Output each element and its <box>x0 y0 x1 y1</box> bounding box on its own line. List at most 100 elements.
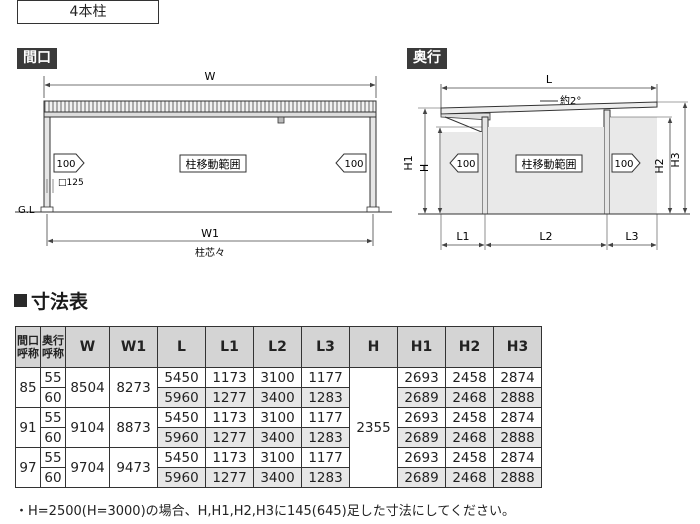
side-arrow-left-icon <box>449 153 479 173</box>
table-cell: 1283 <box>301 427 350 448</box>
table-cell: 9104 <box>65 407 110 448</box>
table-row: 91 55 9104 8873 5450 1173 3100 1177 2693… <box>15 407 542 448</box>
table-cell: 1177 <box>301 447 350 468</box>
table-cell: 97 <box>15 447 41 488</box>
table-cell: 1177 <box>301 367 350 388</box>
table-cell: 60 <box>40 427 66 448</box>
table-cell: 1173 <box>205 407 254 428</box>
table-cell: 2458 <box>445 447 494 468</box>
table-cell: 2874 <box>493 447 542 468</box>
dimension-table: 間口呼称 奥行呼称 W W1 L L1 L2 L3 H H1 H2 H3 85 … <box>15 326 542 488</box>
table-cell: 2689 <box>397 467 446 488</box>
h1-label: H1 <box>402 155 415 170</box>
model-badge: 4本柱 <box>17 0 159 24</box>
header-w1: W1 <box>109 326 158 368</box>
table-cell: 60 <box>40 467 66 488</box>
header-maguchi: 間口呼称 <box>15 326 41 368</box>
table-cell: 5960 <box>157 427 206 448</box>
table-cell: 85 <box>15 367 41 408</box>
side-arrow-right-icon <box>611 153 641 173</box>
table-row: 60 5960 1277 3400 1283 2689 2468 2888 <box>16 467 542 488</box>
table-cell: 8873 <box>109 407 158 448</box>
side-range-box <box>515 154 583 173</box>
front-arrow-right-label: 100 <box>344 159 363 170</box>
side-view-diagram: L 約2° H1 H H2 H3 柱移動範囲 100 100 L1 L2 L3 <box>402 73 690 250</box>
table-cell: 8504 <box>65 367 110 408</box>
front-arrow-left-icon <box>53 153 85 173</box>
table-cell: 2693 <box>397 367 446 388</box>
table-cell: 3100 <box>253 407 302 428</box>
table-cell: 1277 <box>205 467 254 488</box>
header-l2: L2 <box>253 326 302 368</box>
table-cell: 2468 <box>445 467 494 488</box>
table-cell: 2689 <box>397 427 446 448</box>
table-cell: 2468 <box>445 427 494 448</box>
front-view-title: 間口 <box>17 48 57 69</box>
side-arrow-left-label: 100 <box>456 159 475 170</box>
table-cell: 5450 <box>157 367 206 388</box>
table-cell: 5450 <box>157 447 206 468</box>
table-cell: 1173 <box>205 367 254 388</box>
header-h2: H2 <box>445 326 494 368</box>
side-post-back <box>603 109 611 215</box>
l-label: L <box>546 73 553 86</box>
table-cell: 1173 <box>205 447 254 468</box>
w-label: W <box>205 70 216 83</box>
front-view-diagram: W G.L 柱移動範囲 100 100 □125 W1 柱芯々 <box>15 70 392 259</box>
table-cell: 91 <box>15 407 41 448</box>
table-cell: 8273 <box>109 367 158 408</box>
table-cell: 1283 <box>301 467 350 488</box>
table-cell: 2888 <box>493 387 542 408</box>
side-roof <box>440 101 658 115</box>
square-bullet-icon <box>14 294 27 307</box>
side-arrow-right-label: 100 <box>614 159 633 170</box>
h2-label: H2 <box>653 158 666 173</box>
table-cell: 55 <box>40 447 66 468</box>
header-okuyuki: 奥行呼称 <box>40 326 66 368</box>
table-cell: 2458 <box>445 367 494 388</box>
front-arrow-left-label: 100 <box>56 159 75 170</box>
table-cell: 2458 <box>445 407 494 428</box>
header-w: W <box>65 326 110 368</box>
table-cell: 5960 <box>157 387 206 408</box>
h-value-cell: 2355 <box>349 367 398 488</box>
table-cell: 2874 <box>493 367 542 388</box>
table-cell: 3100 <box>253 447 302 468</box>
table-cell: 2888 <box>493 427 542 448</box>
gl-label: G.L <box>18 205 35 216</box>
table-cell: 55 <box>40 367 66 388</box>
table-cell: 1277 <box>205 387 254 408</box>
w1-label: W1 <box>201 227 219 240</box>
table-cell: 2874 <box>493 407 542 428</box>
h-label: H <box>418 164 431 172</box>
side-range-label: 柱移動範囲 <box>522 157 577 171</box>
table-cell: 9473 <box>109 447 158 488</box>
front-range-label: 柱移動範囲 <box>186 157 241 171</box>
footnote: ・H=2500(H=3000)の場合、H,H1,H2,H3に145(645)足し… <box>15 504 515 519</box>
front-arrow-right-icon <box>335 153 367 173</box>
header-h1: H1 <box>397 326 446 368</box>
header-l3: L3 <box>301 326 350 368</box>
table-cell: 9704 <box>65 447 110 488</box>
table-cell: 55 <box>40 407 66 428</box>
l1-label: L1 <box>456 230 469 243</box>
center-to-center-label: 柱芯々 <box>195 246 225 259</box>
table-cell: 5960 <box>157 467 206 488</box>
table-cell: 3400 <box>253 387 302 408</box>
table-cell: 2693 <box>397 407 446 428</box>
table-cell: 2888 <box>493 467 542 488</box>
table-cell: 3400 <box>253 427 302 448</box>
table-section-title: 寸法表 <box>14 287 88 314</box>
header-h3: H3 <box>493 326 542 368</box>
front-range-box <box>179 154 247 173</box>
side-view-title: 奥行 <box>407 48 447 69</box>
header-h: H <box>349 326 398 368</box>
table-cell: 60 <box>40 387 66 408</box>
post-size-label: □125 <box>58 178 84 188</box>
front-gutter <box>43 111 377 118</box>
header-l1: L1 <box>205 326 254 368</box>
table-header-row: 間口呼称 奥行呼称 W W1 L L1 L2 L3 H H1 H2 H3 <box>15 326 542 368</box>
l2-label: L2 <box>539 230 552 243</box>
table-cell: 3400 <box>253 467 302 488</box>
header-l: L <box>157 326 206 368</box>
